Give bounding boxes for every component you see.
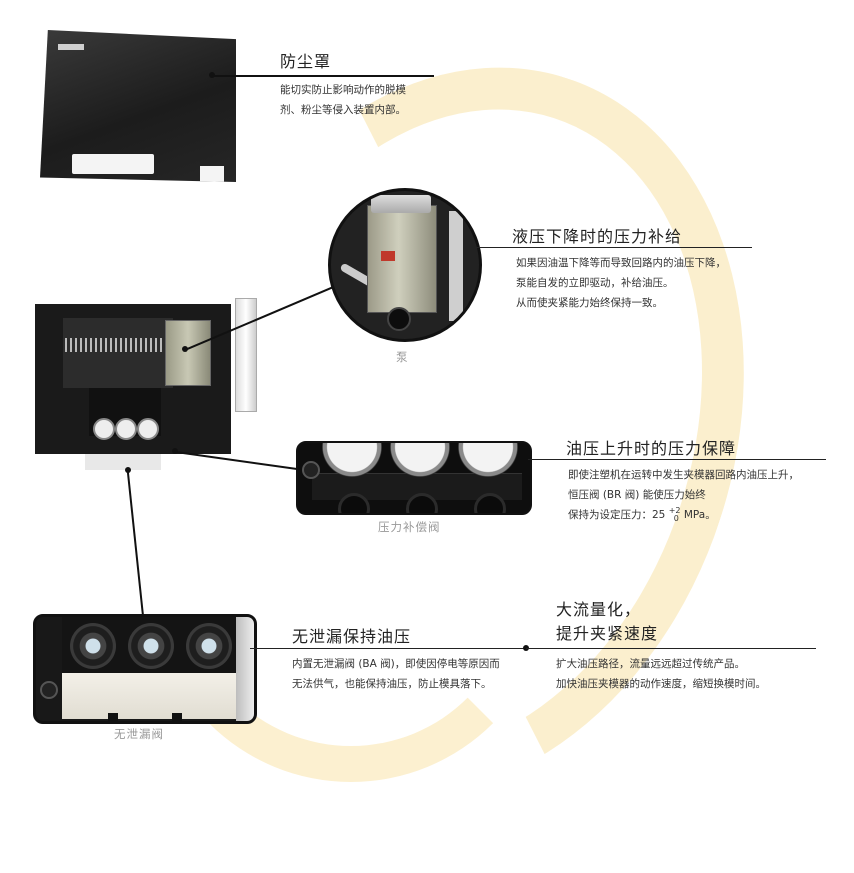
pressure-supply-title: 液压下降时的压力补给 bbox=[512, 227, 683, 246]
dust-cover-desc: 能切实防止影响动作的脱模 剂、粉尘等侵入装置内部。 bbox=[280, 80, 406, 120]
flow-desc-line: 加快油压夹模器的动作速度，缩短换模时间。 bbox=[556, 678, 766, 690]
pressure-hold-rule bbox=[528, 459, 826, 460]
pump-inset-image bbox=[328, 188, 482, 342]
flow-title-line: 提升夹紧速度 bbox=[556, 624, 659, 643]
unit-pump-tank bbox=[165, 320, 211, 386]
unit-air-filter bbox=[235, 298, 257, 412]
no-leak-title: 无泄漏保持油压 bbox=[292, 627, 412, 646]
pump-knob bbox=[387, 307, 411, 331]
unit-terminal-block bbox=[65, 338, 165, 352]
valve-knob bbox=[474, 493, 506, 513]
cover-slot bbox=[72, 154, 154, 174]
dust-cover-title: 防尘罩 bbox=[280, 52, 332, 71]
unit-gauge bbox=[93, 418, 115, 440]
pressure-valve-inset-image bbox=[296, 441, 532, 515]
flow-rule bbox=[526, 648, 816, 649]
flow-desc: 扩大油压路径，流量远远超过传统产品。 加快油压夹模器的动作速度，缩短换模时间。 bbox=[556, 654, 766, 694]
valve-side-fitting bbox=[236, 617, 254, 721]
flow-title-line: 大流量化， bbox=[556, 600, 642, 619]
valve-housing bbox=[62, 673, 126, 719]
pressure-supply-rule bbox=[470, 247, 752, 248]
pressure-supply-desc-line: 如果因油温下降等而导致回路内的油压下降， bbox=[516, 257, 726, 269]
valve-port bbox=[70, 623, 116, 669]
pressure-gauge bbox=[322, 443, 382, 477]
pressure-supply-desc-line: 从而使夹紧能力始终保持一致。 bbox=[516, 297, 663, 309]
cover-notch bbox=[200, 166, 224, 182]
clamp-unit-image bbox=[35, 292, 271, 472]
formula-suffix: MPa。 bbox=[680, 509, 716, 521]
pump-caption: 泵 bbox=[396, 350, 409, 364]
valve-port bbox=[186, 623, 232, 669]
valve-port bbox=[128, 623, 174, 669]
formula-prefix: 保持为设定压力：25 bbox=[568, 509, 669, 521]
mount-screw bbox=[40, 681, 58, 699]
flow-desc-line: 扩大油压路径，流量远远超过传统产品。 bbox=[556, 658, 745, 670]
valve-foot bbox=[108, 713, 118, 721]
no-leak-rule bbox=[250, 648, 526, 649]
unit-gauge bbox=[137, 418, 159, 440]
flow-title: 大流量化， 提升夹紧速度 bbox=[556, 598, 658, 646]
cover-nameplate bbox=[58, 44, 84, 50]
pressure-hold-desc: 即使注塑机在运转中发生夹模器回路内油压上升， 恒压阀 (BR 阀) 能使压力始终… bbox=[568, 465, 799, 525]
no-leak-desc-line: 内置无泄漏阀 (BA 阀)，即使因停电等原因而 bbox=[292, 658, 500, 670]
valve-knob bbox=[338, 493, 370, 513]
pressure-hold-title: 油压上升时的压力保障 bbox=[566, 439, 737, 458]
pump-rail bbox=[449, 211, 463, 321]
valve-knob bbox=[406, 493, 438, 513]
mount-screw bbox=[302, 461, 320, 479]
no-leak-desc: 内置无泄漏阀 (BA 阀)，即使因停电等原因而 无法供气，也能保持油压，防止模具… bbox=[292, 654, 500, 694]
pressure-supply-desc: 如果因油温下降等而导致回路内的油压下降， 泵能自发的立即驱动，补给油压。 从而使… bbox=[516, 253, 726, 313]
no-leak-desc-line: 无法供气，也能保持油压，防止模具落下。 bbox=[292, 678, 492, 690]
valve-housing bbox=[178, 673, 242, 719]
no-leak-valve-caption: 无泄漏阀 bbox=[114, 727, 164, 741]
formula-sub: 0 bbox=[673, 514, 679, 523]
dust-cover-leader-line bbox=[212, 75, 434, 77]
formula-sup: +2 bbox=[668, 506, 681, 515]
unit-valve-bodies bbox=[85, 454, 161, 470]
gauges-pointer-dot bbox=[172, 448, 178, 454]
pressure-gauge bbox=[390, 443, 450, 477]
pump-lid bbox=[371, 195, 431, 213]
dust-cover-desc-line: 剂、粉尘等侵入装置内部。 bbox=[280, 104, 406, 116]
pump-pointer-dot bbox=[182, 346, 188, 352]
pressure-hold-desc-line: 即使注塑机在运转中发生夹模器回路内油压上升， bbox=[568, 469, 799, 481]
unit-terminal-area bbox=[63, 318, 173, 388]
dust-cover-desc-line: 能切实防止影响动作的脱模 bbox=[280, 84, 406, 96]
unit-gauge bbox=[115, 418, 137, 440]
pressure-hold-desc-line: 恒压阀 (BR 阀) 能使压力始终 bbox=[568, 489, 706, 501]
valve-foot bbox=[172, 713, 182, 721]
pressure-supply-desc-line: 泵能自发的立即驱动，补给油压。 bbox=[516, 277, 674, 289]
valve-leader-line bbox=[127, 470, 144, 616]
dust-cover-image bbox=[40, 30, 236, 182]
pump-tank bbox=[367, 205, 437, 313]
no-leak-valve-inset-image bbox=[33, 614, 257, 724]
pressure-gauge bbox=[458, 443, 518, 477]
pump-warning-tag bbox=[381, 251, 395, 261]
valve-pointer-dot bbox=[125, 467, 131, 473]
pressure-valve-caption: 压力补偿阀 bbox=[378, 520, 441, 534]
